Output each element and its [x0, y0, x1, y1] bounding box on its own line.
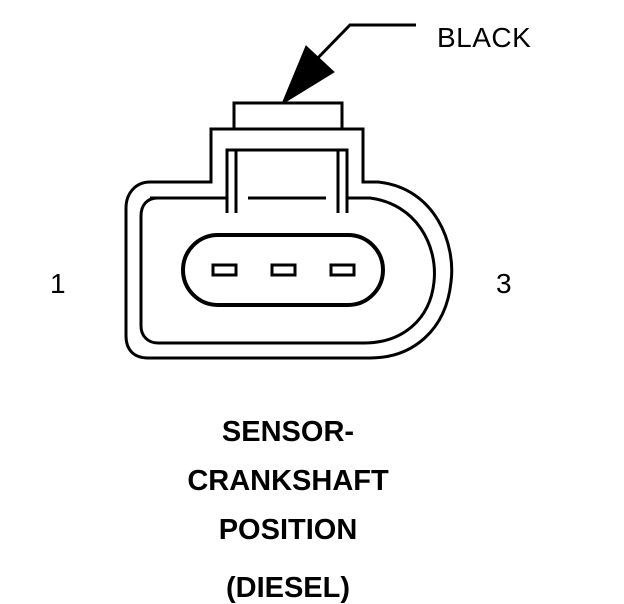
- pin-label-left: 1: [50, 268, 66, 299]
- callout-arrowhead: [280, 45, 335, 106]
- pin-label-right: 3: [496, 268, 512, 299]
- connector-body-inner: [139, 196, 436, 345]
- terminal-slot: [270, 263, 297, 277]
- caption-line-2: CRANKSHAFT: [187, 465, 389, 497]
- caption-line-1: SENSOR-: [221, 416, 355, 448]
- callout-label: BLACK: [437, 22, 532, 53]
- caption-line-3: POSITION: [218, 514, 358, 546]
- caption-line-4: (DIESEL): [225, 572, 351, 604]
- terminal-slot: [211, 263, 238, 277]
- connector-lock-shroud: [225, 148, 349, 213]
- connector-lock-tab: [232, 101, 344, 132]
- callout-leader-line: [310, 23, 416, 66]
- terminal-slot: [329, 263, 356, 277]
